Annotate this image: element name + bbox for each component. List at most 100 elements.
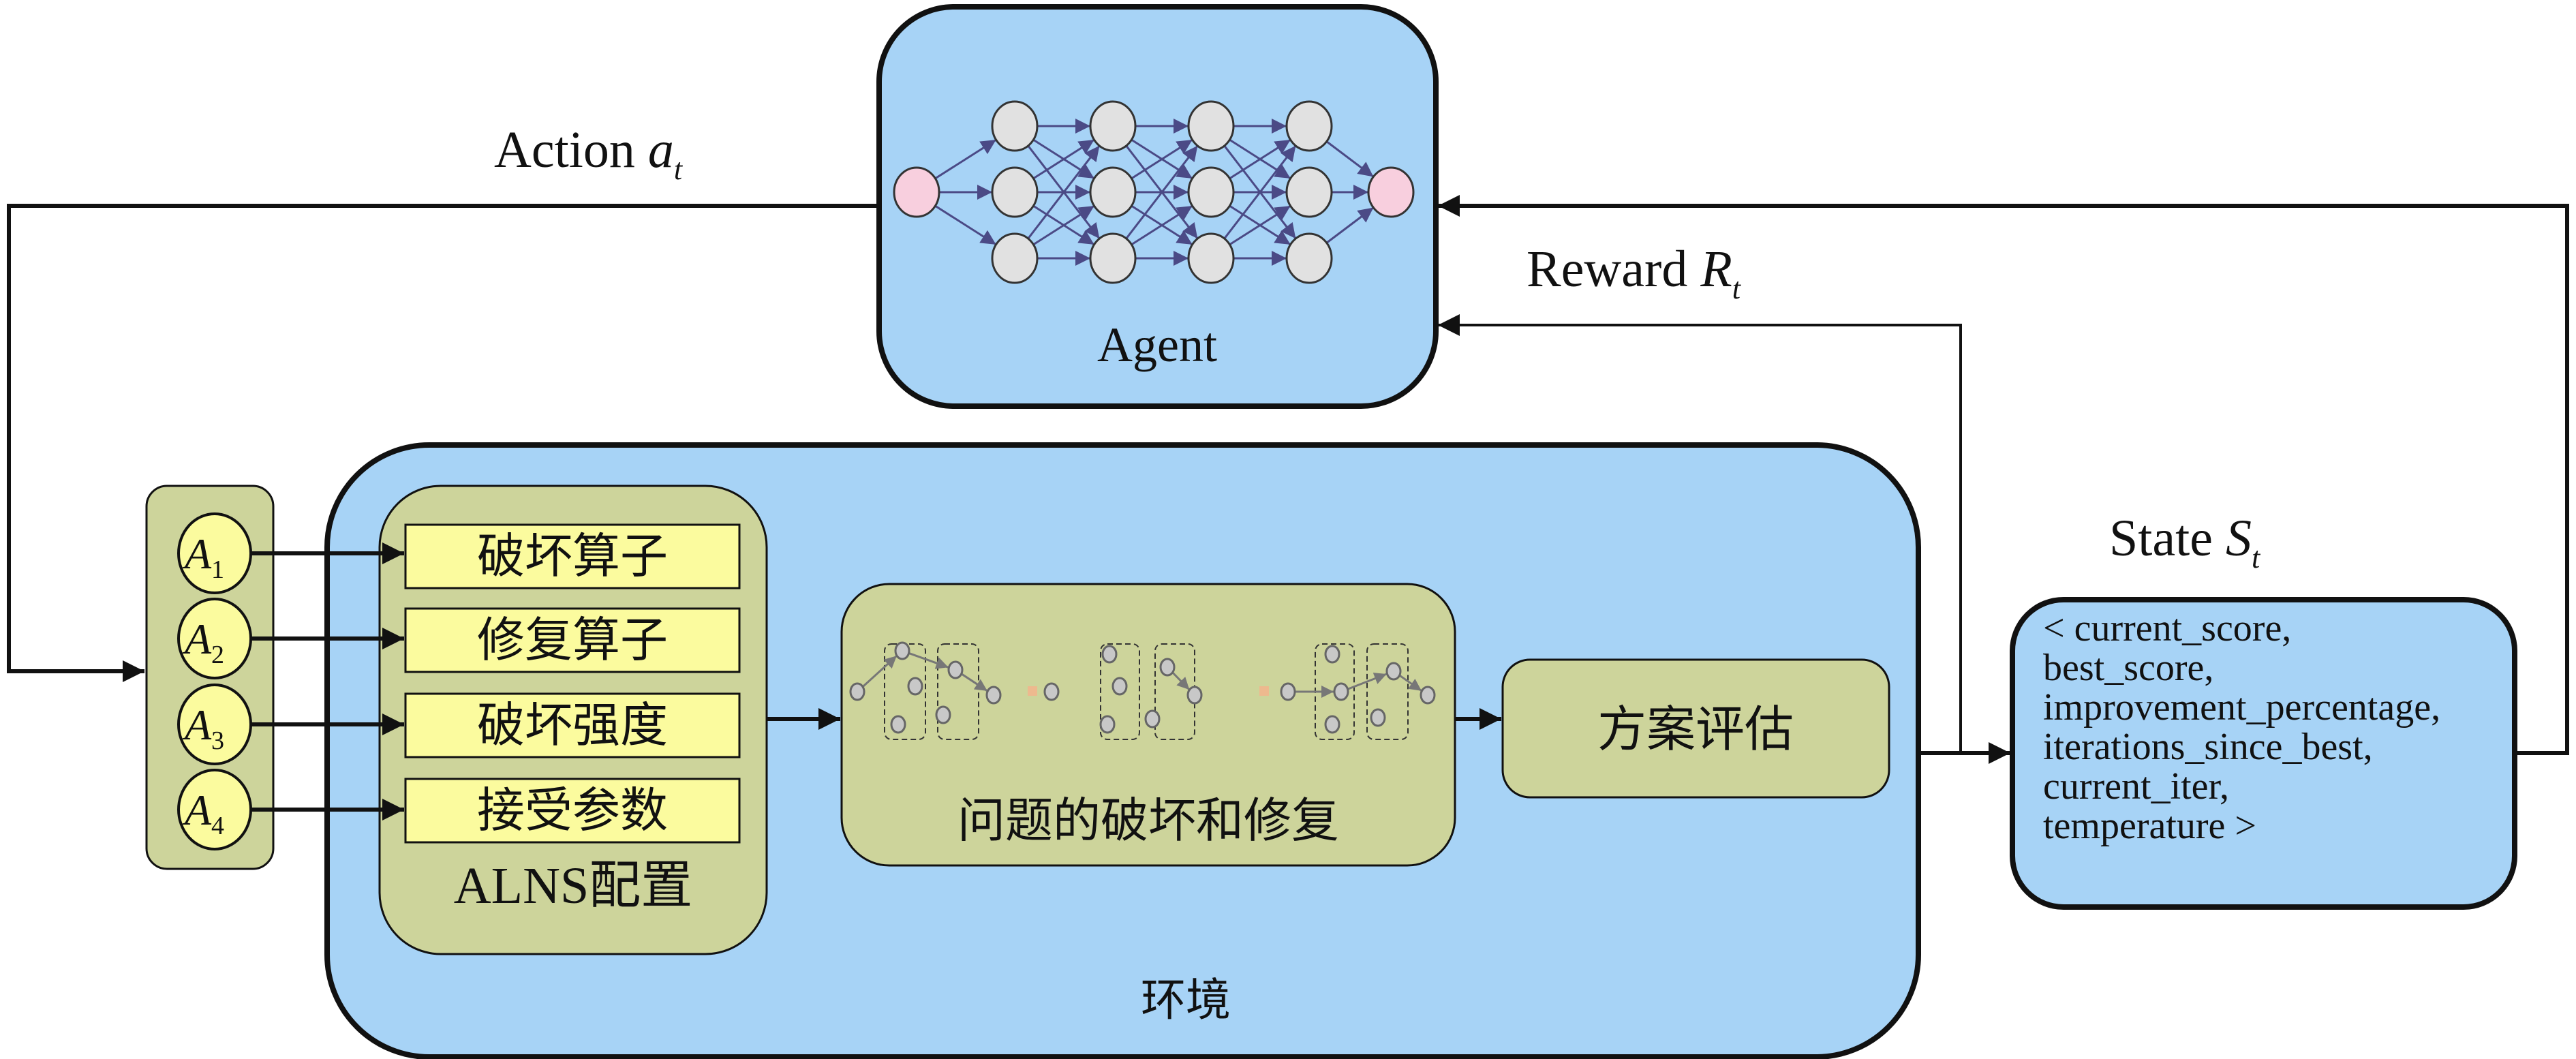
nn-hidden-node (1285, 166, 1333, 218)
customer-cluster (937, 643, 979, 740)
nn-edge (1032, 138, 1095, 180)
customer-node (890, 715, 906, 734)
action-label: Action at (494, 121, 684, 186)
destroy-repair-title: 问题的破坏和修复 (957, 795, 1339, 848)
nn-edge (1325, 140, 1375, 178)
customer-cluster (1154, 643, 1195, 740)
customer-node (935, 705, 951, 724)
nn-hidden-node (991, 232, 1039, 284)
customer-cluster (1366, 643, 1409, 740)
customer-node (1101, 645, 1118, 664)
nn-output-node (1367, 166, 1415, 218)
action-node-2: A2 (177, 598, 252, 679)
nn-hidden-node (1089, 232, 1137, 284)
state-feature: temperature > (2043, 805, 2256, 847)
nn-hidden-node (1187, 232, 1235, 284)
customer-node (894, 641, 910, 660)
state-feature: iterations_since_best, (2043, 726, 2373, 768)
customer-node (1280, 682, 1296, 701)
destroy-repair-box: 问题的破坏和修复 (840, 583, 1456, 867)
alns-param-1: 破坏算子 (404, 523, 741, 589)
customer-node (1370, 708, 1386, 727)
action-node-label: A3 (182, 701, 224, 755)
action-node-label: A4 (182, 786, 224, 840)
route-edge (1399, 675, 1422, 692)
nn-hidden-node (1187, 166, 1235, 218)
nn-edge (1125, 144, 1199, 240)
nn-hidden-node (1285, 232, 1333, 284)
customer-cluster (1100, 643, 1140, 740)
route-edge (1347, 673, 1387, 690)
customer-node (1111, 677, 1128, 696)
agent-title: Agent (1097, 318, 1217, 372)
action-node-label: A2 (182, 615, 224, 669)
customer-node (1159, 658, 1176, 677)
reward-line (1438, 314, 1962, 753)
action-line (7, 204, 879, 682)
customer-node (849, 682, 865, 701)
customer-node (1099, 715, 1116, 734)
evaluation-box: 方案评估 (1501, 658, 1890, 799)
route-edge (1171, 671, 1191, 691)
nn-edge (1027, 144, 1101, 240)
route-edge (908, 652, 949, 669)
customer-node (1144, 709, 1161, 728)
customer-node (1186, 686, 1203, 705)
removed-marker (1028, 686, 1037, 696)
customer-node (985, 686, 1002, 705)
alns-param-3: 破坏强度 (404, 692, 741, 758)
alns-param-label: 破坏强度 (477, 700, 668, 752)
alns-param-label: 修复算子 (477, 615, 668, 667)
customer-node (907, 677, 923, 696)
state-feature: improvement_percentage, (2043, 686, 2440, 728)
customer-node (947, 660, 964, 679)
solution-state-3 (1259, 643, 1436, 740)
nn-edge (1131, 204, 1193, 246)
evaluation-title: 方案评估 (1597, 703, 1794, 757)
nn-hidden-node (1285, 100, 1333, 152)
solution-illustrations (849, 641, 1436, 740)
customer-node (1324, 645, 1340, 664)
state-box: < current_score,best_score,improvement_p… (2010, 597, 2517, 910)
nn-edge (1131, 138, 1193, 180)
state-feature: best_score, (2043, 647, 2213, 689)
alns-config-title: ALNS配置 (454, 857, 692, 915)
alns-param-label: 破坏算子 (477, 531, 668, 583)
action-node-1: A1 (177, 512, 252, 594)
alns-param-4: 接受参数 (404, 778, 741, 844)
nn-edge (1223, 144, 1297, 240)
alns-param-box (404, 607, 741, 673)
action-node-label: A1 (182, 530, 224, 584)
agent-box: Agent (876, 4, 1439, 409)
solution-state-1 (849, 641, 1002, 740)
flow-lines (7, 195, 2569, 764)
alns-param-2: 修复算子 (404, 607, 741, 673)
customer-node (1333, 682, 1349, 701)
nn-hidden-node (991, 100, 1039, 152)
reward-label: Reward Rt (1527, 241, 1742, 305)
alns-param-box (404, 523, 741, 589)
customer-node (1043, 682, 1060, 701)
action-to-param-arrows (251, 542, 404, 820)
nn-hidden-node (1089, 166, 1137, 218)
solution-state-2 (1028, 643, 1203, 740)
nn-hidden-node (991, 166, 1039, 218)
state-feature: < current_score, (2043, 607, 2291, 649)
nn-edge (934, 138, 997, 180)
nn-edge (934, 204, 997, 246)
nn-edge (1229, 204, 1291, 246)
nn-hidden-node (1089, 100, 1137, 152)
nn-edge (1229, 138, 1291, 180)
neural-network (893, 100, 1415, 284)
action-node-3: A3 (177, 684, 252, 765)
environment-title: 环境 (1141, 976, 1231, 1026)
nn-hidden-node (1187, 100, 1235, 152)
state-feedback-line (1438, 195, 2569, 755)
customer-node (1324, 715, 1340, 734)
state-label: State St (2109, 510, 2261, 574)
alns-param-box (404, 692, 741, 758)
nn-edge (1032, 204, 1095, 246)
customer-node (1385, 662, 1402, 681)
